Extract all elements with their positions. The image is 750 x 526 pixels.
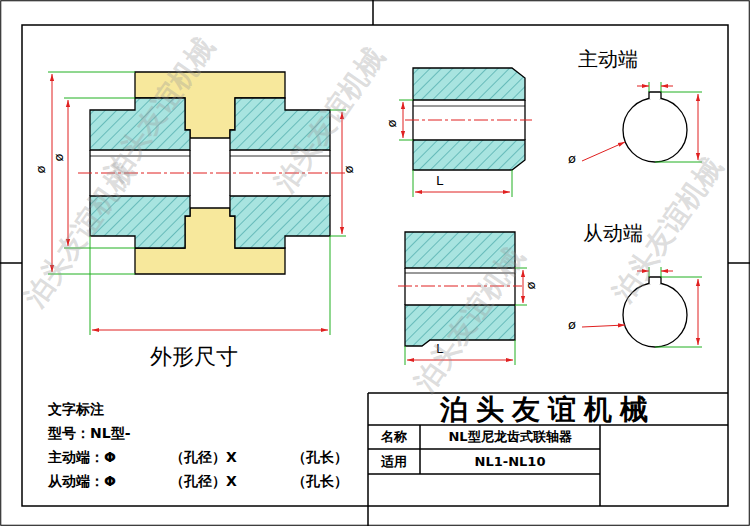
driving-bore-view-part [698, 94, 699, 160]
dimension-symbol: ø [524, 281, 539, 289]
title-block-grid [368, 393, 728, 506]
driving-bore-view-part [582, 86, 698, 161]
assembly-dimensions-part [330, 236, 331, 335]
note-text: 主动端：Φ [48, 449, 116, 465]
driven-bore-view-part [655, 347, 702, 348]
view-title: 从动端 [583, 222, 643, 245]
driven-hub-dimensions-part [515, 340, 516, 365]
driving-bore-view-part [649, 82, 650, 92]
driving-hub-section-part [405, 120, 532, 121]
driving-bore-view [582, 82, 702, 162]
assembly-dimensions-part [92, 330, 328, 331]
driving-hub-dimensions-part [399, 100, 413, 101]
driving-hub-dimensions-part [415, 192, 510, 193]
driving-bore-view-part [582, 142, 625, 161]
driving-hub-section-part [413, 140, 525, 170]
assembly-dimensions-part [52, 74, 53, 272]
sheet-frame-part [728, 262, 750, 264]
dimension-symbol: L [436, 174, 443, 189]
driven-bore-view-part [649, 267, 702, 347]
driving-hub-dimensions-part [403, 102, 510, 192]
driving-hub-dimensions-part [413, 170, 414, 197]
driven-hub-dimensions-part [405, 346, 406, 365]
note-text: 型号：NL型- [48, 425, 130, 441]
title-block-grid-part [368, 448, 600, 450]
driving-hub-section-part [413, 68, 525, 100]
view-title: 外形尺寸 [150, 344, 238, 369]
assembly-dimensions-part [64, 98, 135, 99]
driving-hub-dimensions-part [403, 102, 404, 138]
driving-bore-view-part [623, 98, 687, 162]
driving-hub-section [405, 68, 532, 170]
driving-bore-view-part [661, 82, 662, 92]
driving-bore-view-part [649, 92, 661, 99]
view-title: 主动端 [578, 48, 638, 71]
driving-hub-dimensions-part [512, 170, 513, 197]
driving-hub-dimensions-part [399, 140, 413, 141]
note-text: 文字标注 [48, 401, 104, 417]
title-block-grid-part [368, 473, 600, 475]
note-text: （孔径）X [170, 473, 237, 489]
dimension-symbol: ø [52, 153, 67, 161]
dimension-symbol: ø [342, 165, 357, 173]
assembly-dimensions-part [90, 236, 91, 335]
dimension-symbol: ø [568, 318, 576, 333]
sheet-frame-part [372, 0, 374, 25]
coupling-assembly-part [230, 196, 330, 248]
driving-bore-view-part [661, 92, 702, 93]
driving-bore-view-part [637, 86, 649, 87]
dimension-symbol: ø [385, 119, 400, 127]
title-block-grid-part [419, 425, 421, 474]
dimension-symbol: ø [568, 152, 576, 167]
title-block-cell: NL1-NL10 [422, 450, 598, 473]
driving-hub-dimensions [399, 100, 512, 197]
company-name: 泊头友谊机械 [370, 394, 726, 425]
dimension-symbol: ø [34, 165, 49, 173]
note-text: （孔长） [292, 473, 348, 489]
driven-bore-view-part [661, 271, 673, 272]
note-text: （孔长） [292, 449, 348, 465]
assembly-dimensions-part [330, 236, 346, 237]
driven-hub-dimensions-part [515, 305, 527, 306]
title-block-cell: 适用 [370, 450, 418, 473]
sheet-frame-part [367, 506, 369, 526]
driving-bore-view-part [649, 82, 702, 162]
driven-bore-view-part [582, 325, 625, 327]
coupling-assembly-part [329, 150, 330, 196]
title-block-grid-part [599, 425, 601, 506]
assembly-dimensions-part [48, 72, 135, 73]
note-text: （孔径）X [170, 449, 237, 465]
driven-bore-view-part [698, 279, 699, 345]
title-block-cell: 名称 [370, 426, 418, 448]
title-block-cell: NL型尼龙齿式联轴器 [422, 426, 598, 448]
sheet-frame-part [0, 262, 22, 264]
driving-hub-dimensions-part [399, 100, 512, 197]
note-text: 从动端：Φ [48, 473, 116, 489]
driving-bore-view-part [661, 86, 673, 87]
driven-bore-view-part [661, 277, 702, 278]
driving-hub-section-part [413, 106, 525, 107]
